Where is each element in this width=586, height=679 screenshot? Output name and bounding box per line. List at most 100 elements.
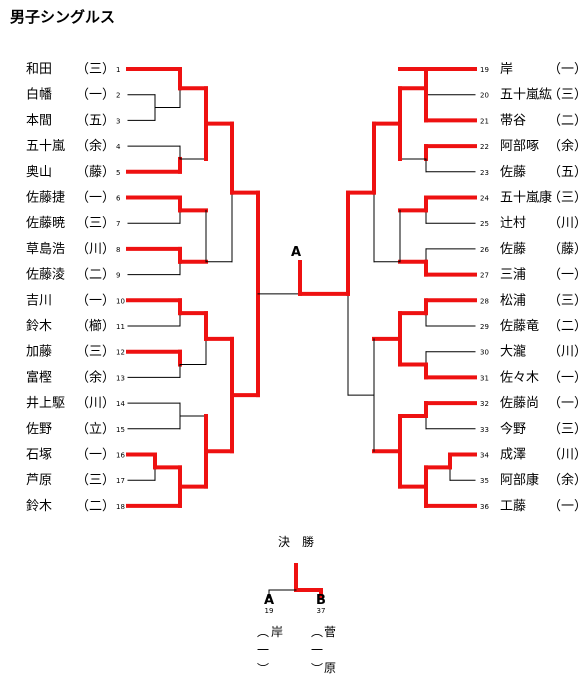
left-player-name: 佐野: [26, 422, 52, 437]
right-player-club: （一）: [548, 268, 586, 283]
right-player-name: 阿部啄: [500, 139, 539, 154]
left-player-number: 6: [116, 195, 121, 203]
left-player-name: 吉川: [26, 293, 52, 308]
right-player-club: （一）: [548, 396, 586, 411]
left-player-name: 芦原: [26, 473, 52, 488]
final-a-number: 19: [265, 607, 274, 615]
semifinal-label: A: [291, 245, 301, 260]
left-player-club: （余）: [76, 369, 115, 385]
right-player-club: （余）: [548, 138, 586, 154]
left-player-name: 本間: [26, 113, 52, 128]
right-player-name: 岸: [500, 62, 513, 77]
final-a-paren-close: ︶: [257, 662, 269, 676]
right-player-number: 26: [480, 246, 489, 254]
left-player-name: 草島浩: [26, 242, 65, 257]
right-player-number: 27: [480, 272, 489, 280]
final-b-name-second: 原: [324, 661, 336, 675]
left-player-club: （藤）: [76, 165, 115, 180]
right-player-number: 35: [480, 477, 489, 485]
left-player-club: （三）: [76, 345, 115, 360]
right-player-number: 31: [480, 374, 489, 382]
right-player-name: 工藤: [500, 499, 526, 514]
right-player-name: 松浦: [500, 293, 526, 308]
left-player-name: 奥山: [26, 165, 52, 180]
left-player-club: （一）: [76, 293, 115, 308]
left-player-club: （三）: [76, 473, 115, 488]
right-player-club: （川）: [548, 216, 586, 231]
left-player-number: 2: [116, 92, 120, 100]
left-player-number: 12: [116, 349, 125, 357]
right-player-number: 25: [480, 220, 489, 228]
right-player-name: 佐藤: [500, 242, 526, 257]
right-player-name: 佐藤竜: [500, 319, 539, 334]
left-player-name: 鈴木: [26, 499, 52, 514]
right-player-number: 34: [480, 452, 489, 460]
left-player-club: （二）: [76, 499, 115, 514]
right-player-name: 成澤: [500, 448, 526, 463]
right-player-name: 佐々木: [500, 370, 539, 385]
left-player-number: 11: [116, 323, 125, 331]
right-player-club: （二）: [548, 113, 586, 128]
right-player-club: （一）: [548, 370, 586, 385]
right-player-name: 三浦: [500, 268, 526, 283]
right-player-club: （余）: [548, 472, 586, 488]
left-player-name: 石塚: [26, 448, 52, 463]
final-label: 決 勝: [278, 534, 314, 549]
right-player-name: 辻村: [500, 216, 526, 231]
left-player-number: 4: [116, 143, 121, 151]
left-player-club: （一）: [76, 88, 115, 103]
left-player-number: 16: [116, 452, 125, 460]
right-player-number: 32: [480, 400, 489, 408]
left-player-club: （三）: [76, 216, 115, 231]
left-player-club: （三）: [76, 62, 115, 77]
right-player-name: 今野: [500, 421, 526, 437]
right-player-name: 五十嵐康: [500, 190, 552, 206]
right-player-number: 20: [480, 92, 489, 100]
right-player-number: 23: [480, 169, 489, 177]
right-player-number: 24: [480, 195, 489, 203]
page-title: 男子シングルス: [10, 8, 115, 26]
left-player-number: 13: [116, 374, 125, 382]
final-a-name: 岸: [271, 625, 283, 639]
right-player-club: （三）: [548, 293, 586, 308]
final-a-club: 一: [257, 643, 269, 657]
left-player-number: 17: [116, 477, 125, 485]
left-player-name: 富樫: [26, 369, 52, 385]
left-player-name: 佐藤暁: [26, 216, 65, 231]
final-b-number: 37: [317, 607, 326, 615]
final-b-name-first: 菅: [324, 625, 336, 639]
left-player-name: 井上駆: [26, 396, 65, 411]
right-player-club: （一）: [548, 499, 586, 514]
left-player-number: 8: [116, 246, 120, 254]
left-player-number: 15: [116, 426, 125, 434]
left-player-number: 7: [116, 220, 120, 228]
final-b-label: B: [316, 593, 326, 608]
left-player-name: 佐藤淩: [26, 268, 65, 283]
right-player-name: 大瀧: [500, 345, 526, 360]
right-player-name: 阿部康: [500, 472, 539, 488]
left-player-number: 3: [116, 117, 120, 125]
left-player-club: （一）: [76, 448, 115, 463]
right-player-number: 30: [480, 349, 489, 357]
left-player-club: （川）: [76, 396, 115, 411]
left-player-name: 加藤: [26, 345, 52, 360]
left-player-number: 18: [116, 503, 125, 511]
right-player-number: 21: [480, 117, 489, 125]
right-player-name: 五十嵐紘: [500, 88, 552, 103]
left-player-club: （五）: [76, 113, 115, 128]
right-player-club: （三）: [548, 191, 586, 206]
right-player-club: （五）: [548, 165, 586, 180]
left-player-number: 9: [116, 272, 120, 280]
right-player-number: 29: [480, 323, 489, 331]
right-player-number: 19: [480, 66, 489, 74]
right-player-club: （二）: [548, 319, 586, 334]
final-b-paren-open: ︵: [311, 625, 323, 639]
final-b-club: 一: [311, 643, 323, 657]
final-a-label: A: [264, 593, 274, 608]
left-player-name: 佐藤捷: [26, 191, 65, 206]
left-player-number: 14: [116, 400, 125, 408]
right-player-club: （三）: [548, 422, 586, 437]
right-player-club: （一）: [548, 62, 586, 77]
